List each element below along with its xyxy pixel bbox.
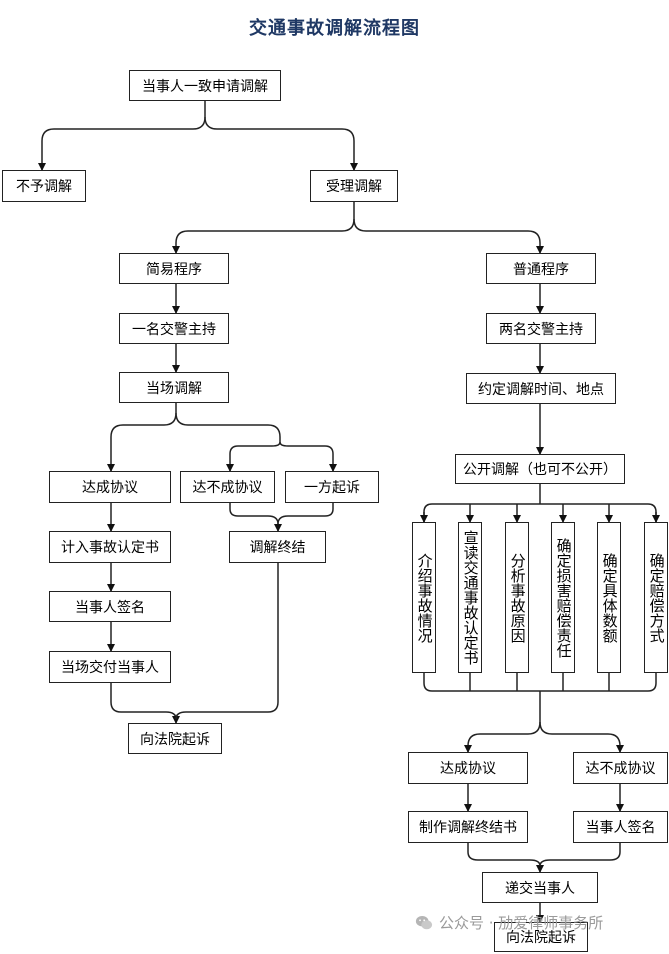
node-court-left: 向法院起诉 (128, 723, 222, 754)
node-simple: 简易程序 (119, 253, 229, 284)
node-start: 当事人一致申请调解 (129, 70, 281, 101)
node-step-liability: 确定损害赔偿责任 (551, 522, 575, 673)
watermark: 公众号 · 劢爱律师事务所 (415, 912, 603, 933)
wechat-icon (415, 915, 433, 929)
node-one-police: 一名交警主持 (119, 313, 229, 344)
node-sign-left: 当事人签名 (49, 591, 171, 622)
node-public: 公开调解（也可不公开） (455, 454, 625, 484)
node-two-police: 两名交警主持 (486, 313, 596, 344)
node-accept: 受理调解 (310, 170, 398, 202)
node-onsite: 当场调解 (119, 372, 229, 403)
node-reject: 不予调解 (2, 170, 86, 202)
node-agree-left: 达成协议 (49, 471, 171, 503)
page-title: 交通事故调解流程图 (249, 18, 420, 39)
node-sign-right: 当事人签名 (573, 811, 668, 843)
node-step-read-report: 宣读交通事故认定书 (458, 522, 482, 673)
node-step-introduce: 介绍事故情况 (412, 522, 436, 673)
node-agree-right: 达成协议 (408, 752, 528, 784)
node-step-method: 确定赔偿方式 (644, 522, 668, 673)
node-deliver-left: 当场交付当事人 (49, 651, 171, 683)
watermark-text: 公众号 · 劢爱律师事务所 (439, 914, 604, 932)
node-disagree-left: 达不成协议 (180, 471, 275, 503)
node-normal: 普通程序 (486, 253, 596, 284)
node-step-analyze: 分析事故原因 (505, 522, 529, 673)
node-step-amount: 确定具体数额 (597, 522, 621, 673)
node-one-side-sue: 一方起诉 (285, 471, 379, 503)
node-make-doc: 制作调解终结书 (408, 811, 528, 843)
node-disagree-right: 达不成协议 (573, 752, 668, 784)
node-record: 计入事故认定书 (49, 531, 171, 563)
node-terminate-left: 调解终结 (229, 531, 326, 563)
node-court-right: 向法院起诉 (494, 922, 588, 952)
node-schedule: 约定调解时间、地点 (466, 373, 616, 404)
node-deliver-right: 递交当事人 (482, 872, 598, 903)
